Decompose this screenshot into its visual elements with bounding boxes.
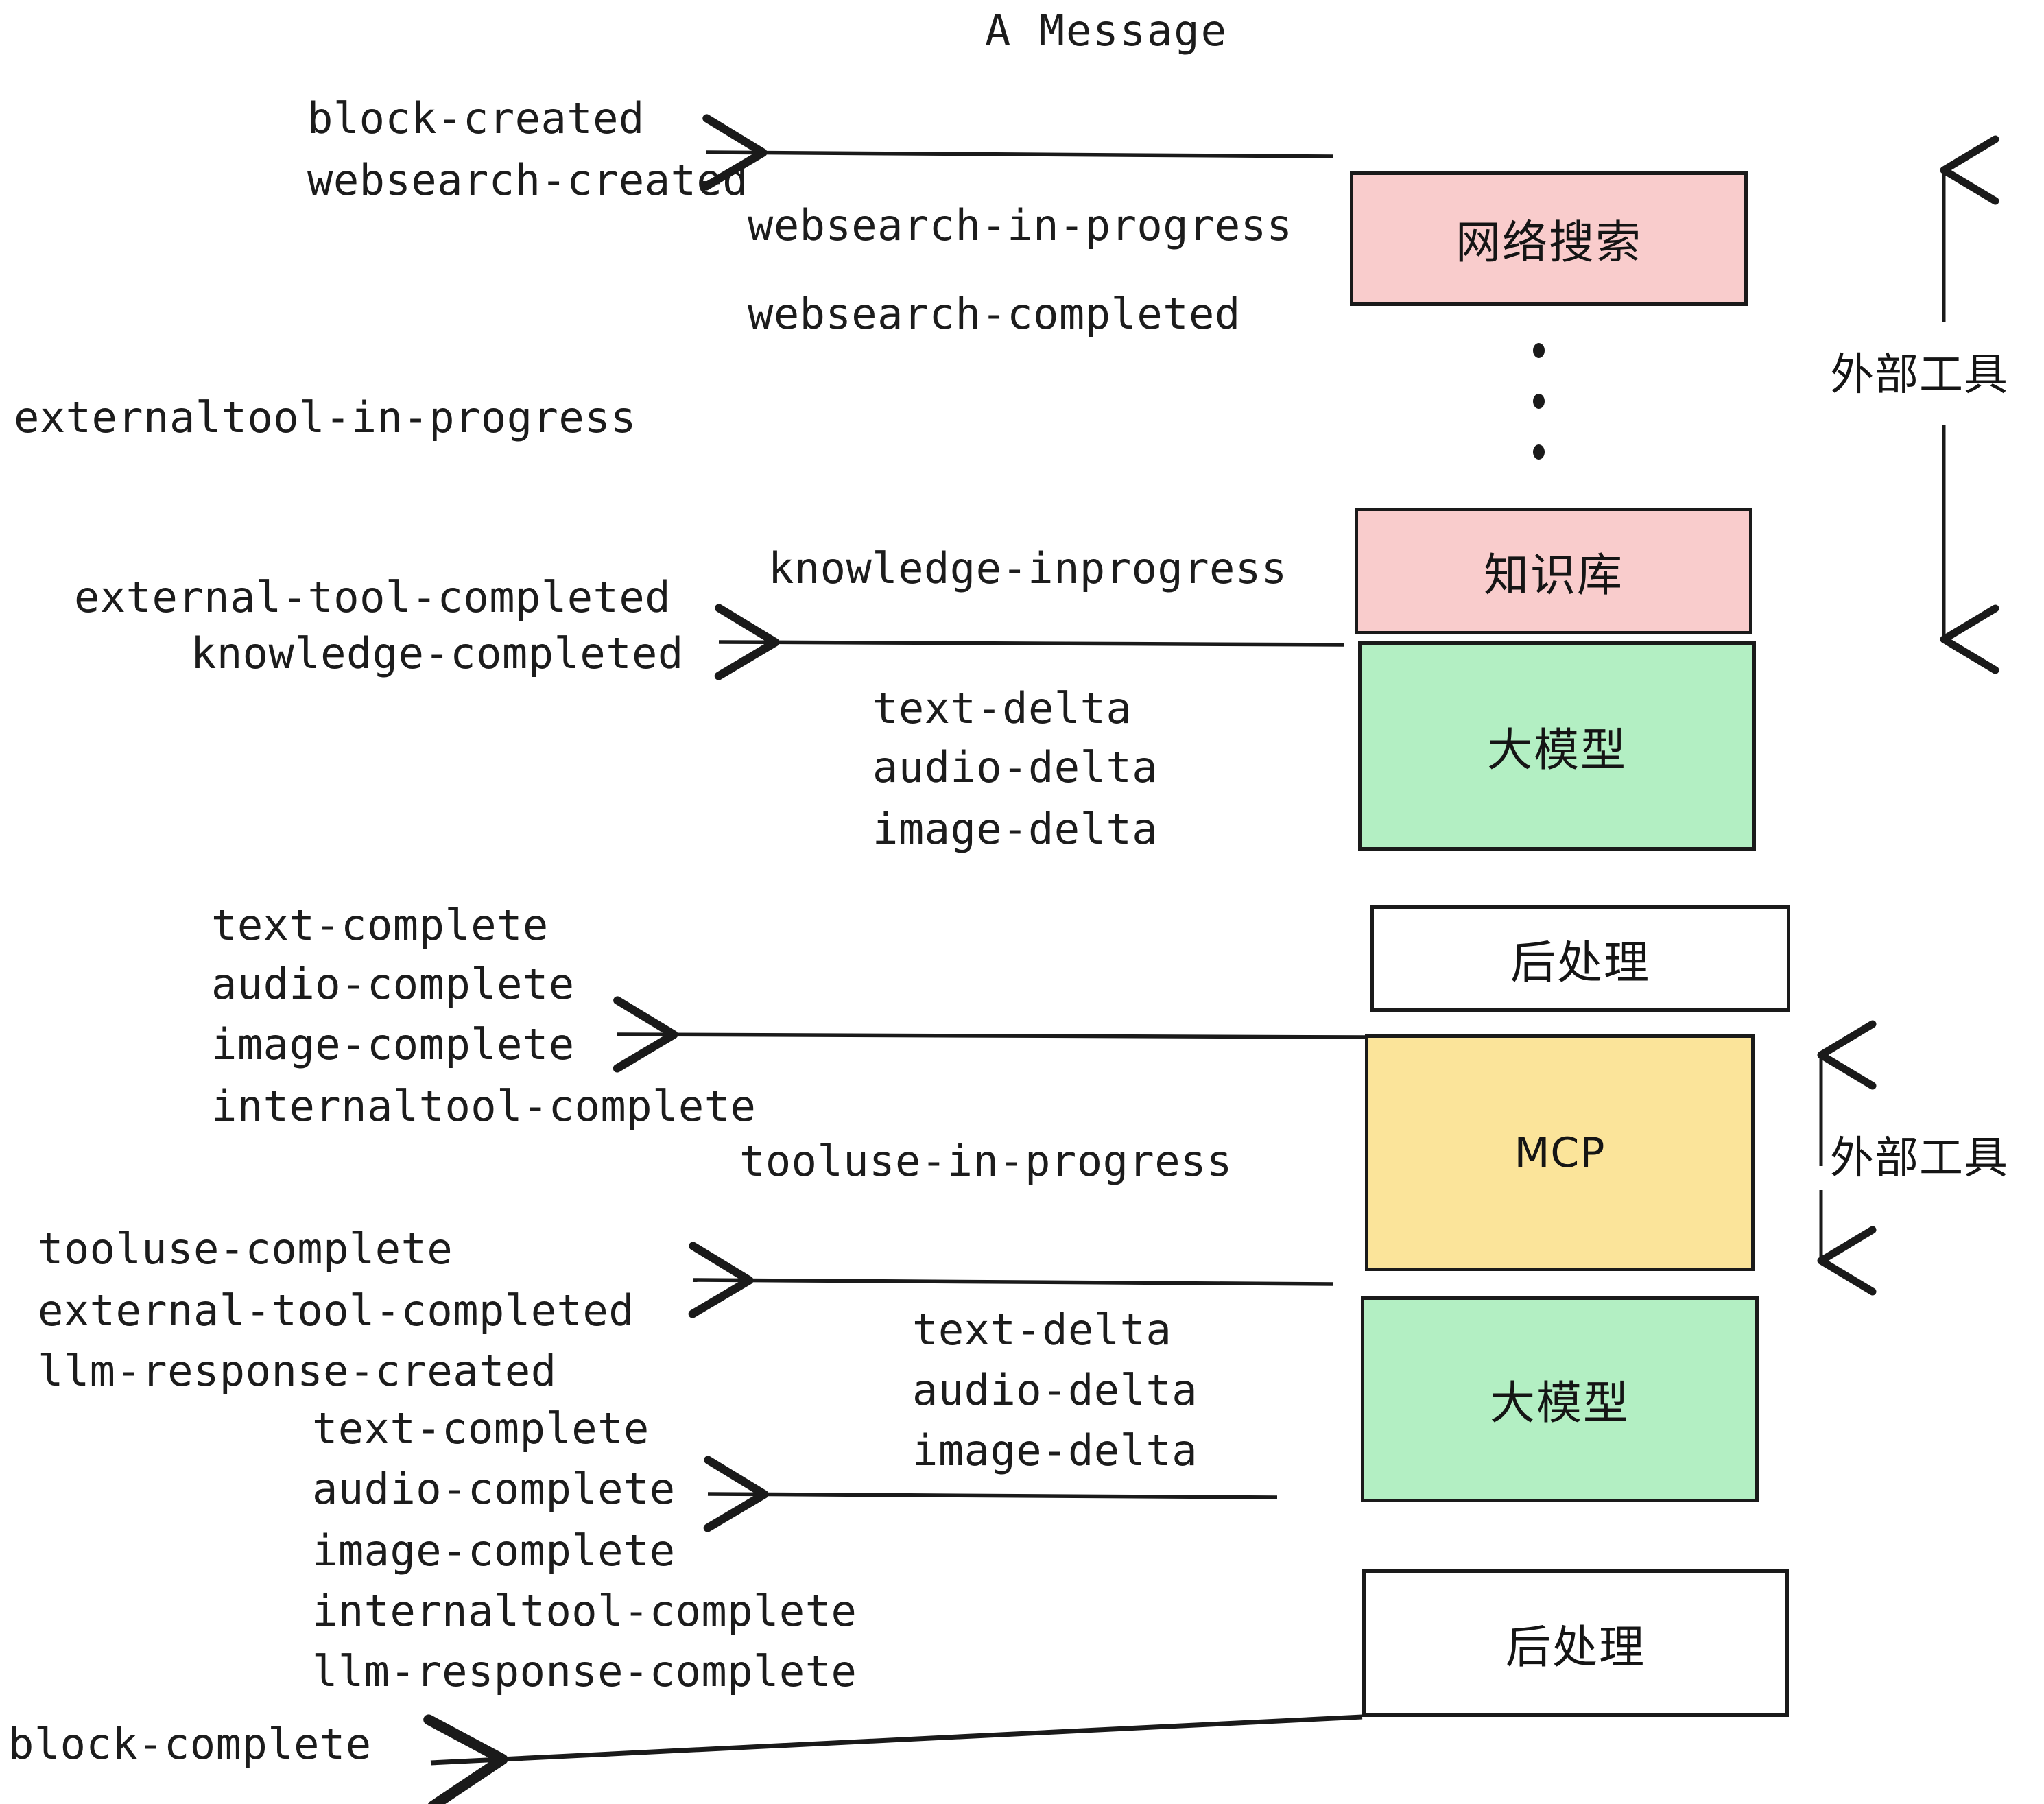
node-llm-top-label: 大模型: [1487, 723, 1627, 776]
event-internaltool-complete-1: internaltool-complete: [211, 1081, 757, 1131]
node-llm-bottom-label: 大模型: [1490, 1377, 1630, 1429]
event-block-complete: block-complete: [8, 1719, 372, 1769]
event-external-tool-completed-2: external-tool-completed: [38, 1285, 635, 1336]
event-text-delta-1: text-delta: [872, 683, 1132, 733]
event-image-complete-1: image-complete: [211, 1019, 575, 1069]
arrow-postprocess-to-image-complete: [613, 996, 1366, 1073]
event-externaltool-in-progress: externaltool-in-progress: [14, 392, 637, 442]
arrow-mcp-to-tooluse-complete: [688, 1242, 1334, 1318]
event-websearch-completed: websearch-completed: [748, 289, 1241, 339]
event-text-complete-2: text-complete: [312, 1403, 650, 1453]
node-postprocess-bottom-label: 后处理: [1506, 1620, 1645, 1674]
event-image-delta-2: image-delta: [912, 1425, 1198, 1475]
event-websearch-created: websearch-created: [307, 155, 749, 205]
node-postprocess-top: 后处理: [1370, 905, 1790, 1012]
event-block-created: block-created: [307, 93, 645, 143]
group-label-external-tool-bottom-text: 外部工具: [1830, 1133, 2008, 1184]
event-knowledge-completed: knowledge-completed: [191, 628, 684, 678]
arrow-postprocess-bottom-to-block-complete: [423, 1714, 1363, 1804]
event-image-delta-1: image-delta: [872, 804, 1158, 854]
event-text-complete-1: text-complete: [211, 900, 549, 950]
event-audio-complete-2: audio-complete: [312, 1464, 676, 1514]
node-llm-bottom: 大模型: [1361, 1296, 1759, 1502]
node-websearch-label: 网络搜索: [1455, 216, 1642, 269]
event-audio-delta-1: audio-delta: [872, 742, 1158, 792]
node-knowledge: 知识库: [1355, 508, 1752, 634]
event-text-delta-2: text-delta: [912, 1305, 1172, 1355]
vertical-ellipsis-icon: [1532, 343, 1545, 460]
node-websearch: 网络搜索: [1350, 171, 1748, 306]
event-image-complete-2: image-complete: [312, 1526, 676, 1576]
group-label-external-tool-top-text: 外部工具: [1830, 350, 2008, 401]
group-label-external-tool-bottom: 外部工具: [1830, 1123, 2008, 1186]
group-label-external-tool-top: 外部工具: [1830, 340, 2008, 403]
event-external-tool-completed-1: external-tool-completed: [74, 572, 672, 622]
node-knowledge-label: 知识库: [1484, 548, 1624, 602]
event-tooluse-in-progress: tooluse-in-progress: [739, 1136, 1233, 1186]
event-knowledge-inprogress: knowledge-inprogress: [768, 543, 1287, 593]
arrow-llm-bottom-to-audio-complete: [703, 1456, 1278, 1532]
event-tooluse-complete: tooluse-complete: [38, 1224, 453, 1274]
event-internaltool-complete-2: internaltool-complete: [312, 1586, 857, 1636]
node-mcp: MCP: [1365, 1034, 1755, 1271]
node-postprocess-top-label: 后处理: [1510, 936, 1650, 989]
node-mcp-label: MCP: [1514, 1128, 1606, 1177]
node-llm-top: 大模型: [1358, 641, 1756, 851]
event-audio-complete-1: audio-complete: [211, 959, 575, 1009]
event-audio-delta-2: audio-delta: [912, 1365, 1198, 1415]
event-llm-response-complete: llm-response-complete: [312, 1646, 857, 1696]
arrow-websearch-to-block-created: [702, 114, 1334, 191]
arrow-knowledge-to-knowledge-completed: [714, 604, 1345, 680]
event-llm-response-created: llm-response-created: [38, 1346, 557, 1396]
node-postprocess-bottom: 后处理: [1362, 1569, 1789, 1717]
diagram-title: A Message: [985, 5, 1228, 56]
event-websearch-in-progress: websearch-in-progress: [748, 200, 1293, 250]
